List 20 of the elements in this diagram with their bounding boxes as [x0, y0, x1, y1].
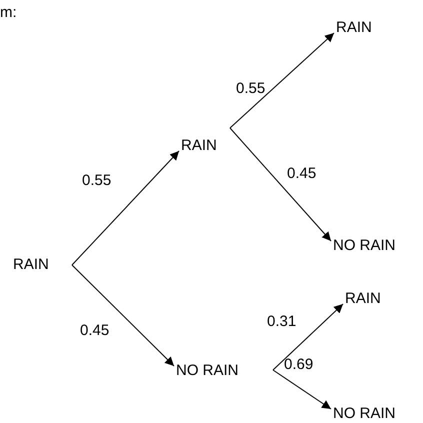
probability-label: 0.45	[80, 322, 110, 340]
arrow	[272, 370, 332, 410]
arrow	[230, 128, 332, 242]
heading-fragment: m:	[0, 4, 17, 22]
arrow	[72, 150, 180, 266]
outcome-label: RAIN	[180, 137, 218, 155]
arrow	[230, 32, 334, 128]
probability-label: 0.31	[267, 313, 296, 331]
outcome-label: NO RAIN	[332, 405, 397, 423]
outcome-label: RAIN	[344, 290, 382, 308]
probability-label: 0.55	[82, 172, 112, 190]
arrow	[72, 264, 174, 366]
outcome-label: NO RAIN	[332, 237, 397, 255]
probability-label: 0.55	[236, 80, 266, 98]
outcome-label: NO RAIN	[175, 362, 240, 380]
outcome-label: RAIN	[12, 256, 50, 274]
probability-label: 0.69	[284, 356, 314, 374]
arrow	[272, 304, 344, 370]
outcome-label: RAIN	[335, 19, 373, 37]
probability-label: 0.45	[287, 165, 316, 183]
